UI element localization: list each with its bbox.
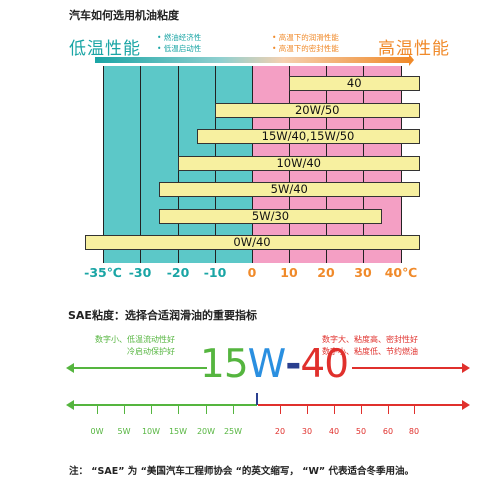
winter-scale-label: 25W [223,427,243,436]
summer-scale-label: 60 [382,427,394,436]
green-arrow-line [72,367,207,369]
viscosity-bar: 5W/40 [159,182,420,197]
summer-scale-label: 80 [408,427,420,436]
summer-scale-tick [414,406,415,414]
temperature-tick-label: -35℃ [84,265,122,280]
right-arrow-icon [462,363,470,373]
left-arrow-icon [66,363,74,373]
winter-scale-label: 10W [141,427,161,436]
high-temp-note-1: • 高温下的润滑性能 [272,33,339,42]
low-temp-note-2: • 低温启动性 [157,44,202,53]
temperature-tick-label: -10 [203,265,227,280]
viscosity-bar: 40 [289,76,420,91]
winter-scale-label: 15W [168,427,188,436]
temperature-tick-label: 40℃ [384,265,418,280]
low-temp-notes: • 燃油经济性 • 低温启动性 [157,32,201,54]
low-temp-note-1: • 燃油经济性 [157,33,202,42]
scale-divider [256,393,258,405]
high-temp-notes: • 高温下的润滑性能 • 高温下的密封性能 [272,32,339,54]
sae-dash: - [285,342,301,387]
high-temp-performance-label: 高温性能 [378,39,450,59]
viscosity-bar: 20W/50 [215,102,420,118]
winter-scale-label: 0W [90,427,104,436]
low-number-note: 数字小、低温流动性好 冷启动保护好 [75,334,175,358]
winter-scale-tick [97,406,98,414]
red-arrow-line [352,367,464,369]
temperature-tick-label: 30 [354,265,372,280]
gradient-arrow-icon [409,54,414,66]
grid-line [103,66,104,263]
summer-scale-label: 30 [301,427,313,436]
sae-winter-w: W [247,342,287,387]
summer-scale-tick [334,406,335,414]
summer-scale-label: 40 [328,427,340,436]
temperature-tick-label: -30 [128,265,152,280]
high-number-note-line-2: 数字小、粘度低、节约燃油 [322,347,418,356]
summer-scale-tick [388,406,389,414]
summer-scale-line [258,404,464,406]
summer-scale-tick [361,406,362,414]
temperature-tick-label: 0 [247,265,257,280]
winter-scale-tick [206,406,207,414]
viscosity-bar: 5W/30 [159,208,382,224]
high-number-note-line-1: 数字大、粘度高、密封性好 [322,335,418,344]
summer-scale-tick [280,406,281,414]
winter-scale-tick [233,406,234,414]
sae-section-title: SAE粘度：选择合适润滑油的重要指标 [68,309,257,322]
summer-scale-label: 20 [274,427,286,436]
temperature-gradient-bar [95,57,409,63]
sae-high-temp-number: 40 [300,342,349,387]
winter-scale-tick [178,406,179,414]
temperature-tick-label: -20 [166,265,190,280]
summer-scale-label: 50 [355,427,367,436]
winter-scale-line [72,404,257,406]
grid-line [140,66,141,263]
scale-right-arrow-icon [462,400,470,410]
temperature-tick-label: 20 [317,265,335,280]
viscosity-temperature-chart: 40 20W/50 15W/40,15W/50 10W/40 5W/40 5W/30 0W/… [84,66,420,263]
winter-scale-tick [124,406,125,414]
winter-scale-label: 20W [196,427,216,436]
high-number-note: 数字大、粘度高、密封性好 数字小、粘度低、节约燃油 [322,334,418,358]
low-number-note-line-2: 冷启动保护好 [127,347,175,356]
low-number-note-line-1: 数字小、低温流动性好 [95,335,175,344]
low-temp-performance-label: 低温性能 [69,39,141,59]
sae-grade-example: 15W-40 [200,342,349,387]
high-temp-note-2: • 高温下的密封性能 [272,44,339,53]
viscosity-bar: 15W/40,15W/50 [196,129,420,144]
viscosity-bar: 0W/40 [84,235,420,250]
winter-scale-label: 5W [117,427,131,436]
page-title: 汽车如何选用机油粘度 [69,9,179,22]
temperature-tick-label: 10 [280,265,298,280]
winter-scale-tick [151,406,152,414]
scale-left-arrow-icon [66,400,74,410]
summer-scale-tick [307,406,308,414]
sae-winter-number: 15 [200,342,249,387]
footnote: 注： “SAE” 为 “美国汽车工程师协会 “的英文缩写， “W” 代表适合冬季… [69,466,414,477]
viscosity-bar: 10W/40 [178,155,420,171]
